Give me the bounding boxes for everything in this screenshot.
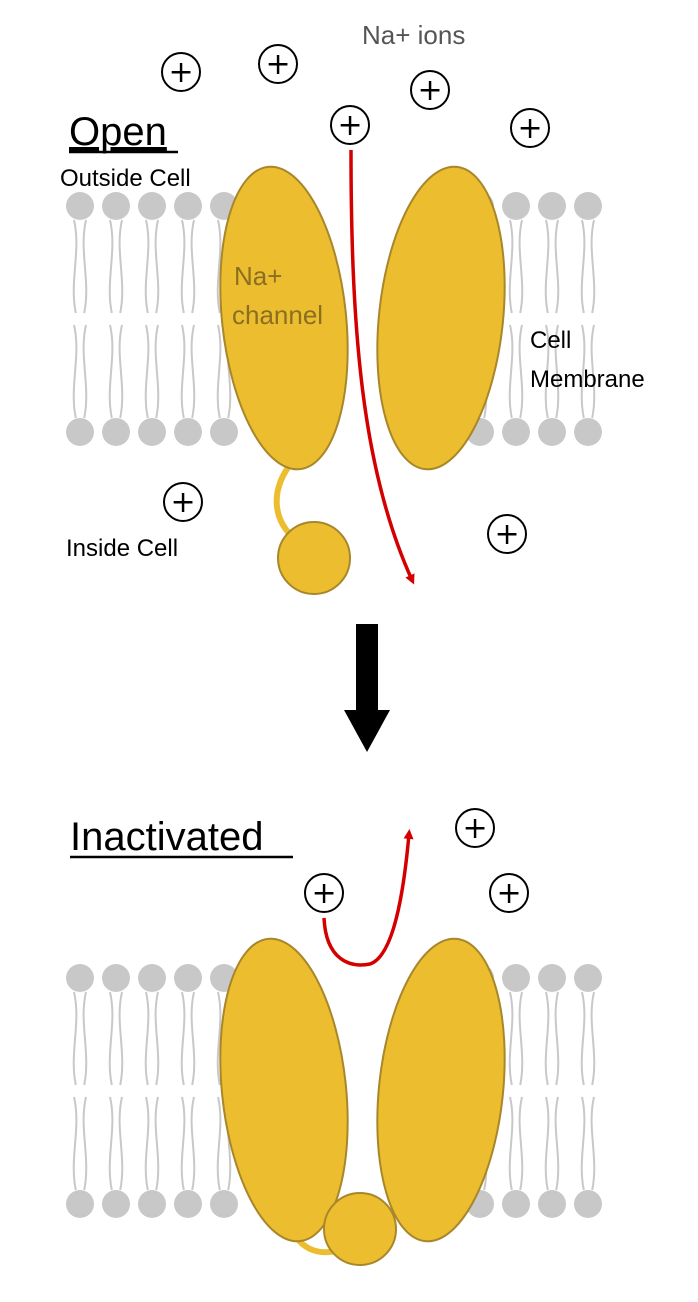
membrane-label-line1: Cell — [530, 327, 571, 354]
inside-cell-label: Inside Cell — [66, 535, 178, 562]
ion-plus-sign: + — [168, 55, 193, 90]
open-channel-right-subunit — [376, 165, 506, 471]
open-state-title: Open — [69, 110, 167, 154]
ion-plus-sign: + — [517, 111, 542, 146]
ion-plus-sign: + — [494, 517, 519, 552]
ion: + — [489, 873, 529, 913]
na-ions-label: Na+ ions — [362, 20, 465, 50]
inactivated-channel-left-subunit — [219, 937, 349, 1243]
ion-plus-sign: + — [311, 876, 336, 911]
ion-plus-sign: + — [417, 73, 442, 108]
inactivated-inactivation-ball — [323, 1192, 397, 1266]
transition-arrow — [344, 624, 390, 752]
ion-plus-sign: + — [462, 811, 487, 846]
ion: + — [258, 44, 298, 84]
inactivated-ion-reflect-arrow — [322, 829, 414, 967]
ion: + — [304, 873, 344, 913]
ion: + — [330, 105, 370, 145]
ion-plus-sign: + — [170, 485, 195, 520]
ion: + — [455, 808, 495, 848]
outside-cell-label: Outside Cell — [60, 165, 191, 192]
ion-plus-sign: + — [265, 47, 290, 82]
ion: + — [410, 70, 450, 110]
inactivated-membrane-left — [66, 964, 238, 1218]
channel-label-line1: Na+ — [234, 261, 282, 291]
ion: + — [163, 482, 203, 522]
ion-plus-sign: + — [337, 108, 362, 143]
channel-label-line2: channel — [232, 300, 323, 330]
membrane-label-line2: Membrane — [530, 366, 645, 393]
ion: + — [510, 108, 550, 148]
open-membrane-left — [66, 192, 238, 446]
inactivated-channel-right-subunit — [376, 937, 506, 1243]
ion: + — [161, 52, 201, 92]
open-ion-flow-arrow — [349, 149, 415, 585]
ion-plus-sign: + — [496, 876, 521, 911]
open-inactivation-ball — [277, 521, 351, 595]
inactivated-state-title: Inactivated — [70, 815, 263, 859]
open-channel-left-subunit — [219, 165, 349, 471]
ion: + — [487, 514, 527, 554]
